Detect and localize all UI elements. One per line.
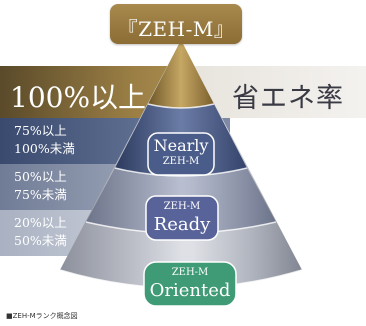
badge-ready-prefix: ZEH-M <box>163 201 201 212</box>
range-label-20-50: 20%以上 50%未満 <box>14 214 67 250</box>
badge-nearly-prefix: Nearly <box>153 136 209 155</box>
percent-100-label: 100%以上 <box>10 81 147 114</box>
badge-ready-shape <box>145 195 219 241</box>
title-pill: 『ZEH-M』 <box>110 4 242 44</box>
cone-tier-20 <box>60 222 302 288</box>
range-label-75-100: 75%以上 100%未満 <box>14 122 75 158</box>
diagram-title: 『ZEH-M』 <box>117 17 235 41</box>
range-line: 50%以上 <box>14 169 67 184</box>
range-label-50-75: 50%以上 75%未満 <box>14 168 67 204</box>
range-line: 100%未満 <box>14 141 75 156</box>
badge-nearly-shape <box>147 132 215 176</box>
energy-saving-rate-label: 省エネ率 <box>232 83 344 114</box>
range-line: 75%以上 <box>14 123 67 138</box>
cone-tier-100 <box>148 40 214 108</box>
badge-nearly-main: ZEH-M <box>162 156 200 167</box>
badge-oriented-prefix: ZEH-M <box>171 267 209 278</box>
figure-caption: ■ZEH-Mランク概念図 <box>6 312 78 320</box>
range-line: 75%未満 <box>14 187 67 202</box>
badge-ready-main: Ready <box>153 214 211 235</box>
range-line: 20%以上 <box>14 215 67 230</box>
badge-oriented: ZEH-M Oriented <box>144 266 236 302</box>
badge-oriented-shape <box>143 261 237 307</box>
range-line: 50%未満 <box>14 233 67 248</box>
badge-nearly: Nearly ZEH-M <box>148 137 214 169</box>
badge-ready: ZEH-M Ready <box>146 200 218 236</box>
badge-oriented-main: Oriented <box>149 280 231 301</box>
